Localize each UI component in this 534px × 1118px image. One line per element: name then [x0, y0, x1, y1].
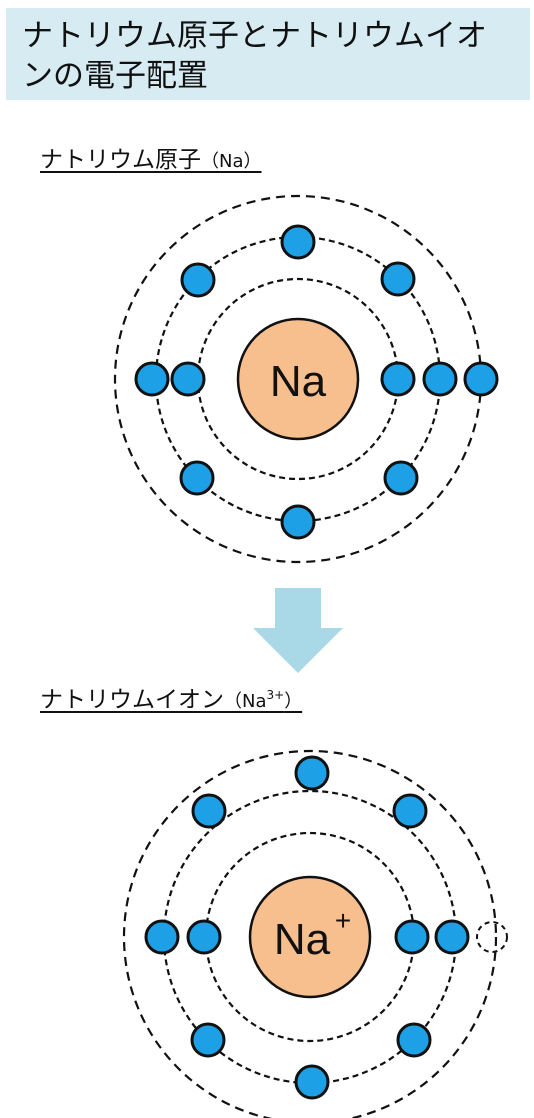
ion-label-formula-close: ）	[284, 691, 303, 712]
sodium-ion-diagram: Na +	[122, 749, 508, 1118]
removed-electron-placeholder	[476, 921, 508, 953]
atom-label: ナトリウム原子（Na）	[40, 140, 262, 174]
electron-l-2	[392, 793, 428, 829]
electron-l-2	[380, 261, 416, 297]
atom-label-main: ナトリウム原子	[40, 147, 201, 173]
ion-label-charge: 3+	[266, 688, 285, 702]
electron-l-1	[280, 224, 316, 260]
atom-label-formula: （Na）	[201, 151, 262, 172]
ion-label: ナトリウムイオン（Na3+）	[40, 680, 302, 714]
electron-l-4	[396, 1022, 432, 1058]
electron-l-6	[190, 1022, 226, 1058]
electron-l-8	[191, 793, 227, 829]
outer-shell-m-empty	[122, 749, 498, 1118]
electron-l-1	[294, 755, 330, 791]
electron-k-2	[394, 919, 430, 955]
ion-label-formula-open: （Na	[224, 691, 267, 712]
page-title-text: ナトリウム原子とナトリウムイオンの電子配置	[22, 18, 487, 94]
electron-l-3	[434, 919, 470, 955]
ion-nucleus-charge: +	[335, 905, 351, 936]
ion-nucleus-label: Na	[274, 915, 331, 964]
electron-l-3	[422, 361, 458, 397]
electron-l-5	[294, 1064, 330, 1100]
electron-k-1	[170, 361, 206, 397]
electron-l-6	[179, 460, 215, 496]
electron-k-2	[380, 361, 416, 397]
atom-nucleus	[236, 317, 360, 441]
electron-l-8	[180, 262, 216, 298]
electron-l-5	[280, 504, 316, 540]
electron-l-7	[134, 361, 170, 397]
electron-l-4	[383, 460, 419, 496]
atom-nucleus-label: Na	[270, 357, 327, 406]
down-arrow-icon	[253, 588, 343, 673]
ion-label-main: ナトリウムイオン	[40, 687, 224, 713]
page-title: ナトリウム原子とナトリウムイオンの電子配置	[6, 8, 530, 100]
electron-m-1	[463, 361, 499, 397]
electron-l-7	[144, 919, 180, 955]
ion-nucleus	[248, 875, 372, 999]
sodium-atom-diagram: Na	[113, 194, 499, 564]
electron-k-1	[186, 919, 222, 955]
